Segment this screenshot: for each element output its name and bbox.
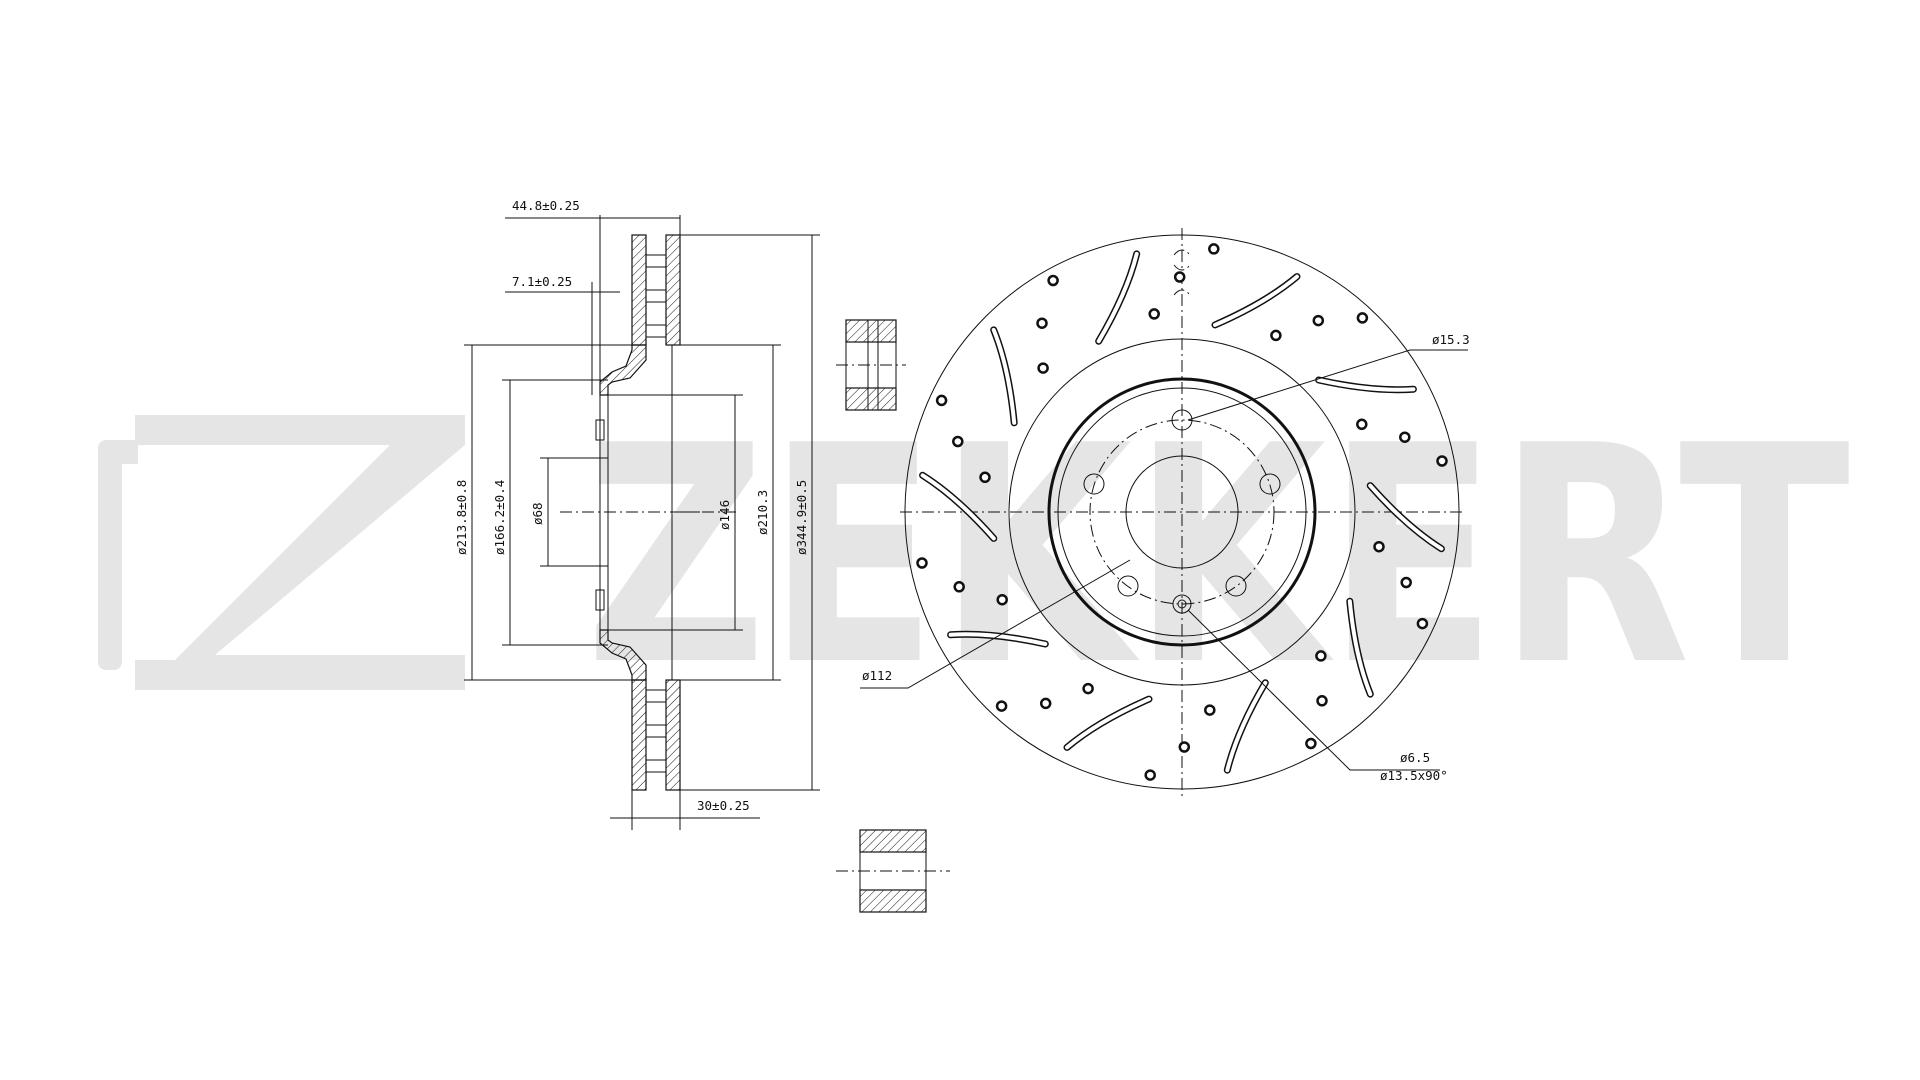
cooling-slots (919, 250, 1445, 774)
vane-section-detail-top (836, 319, 906, 411)
dim-disc-thickness: 30±0.25 (697, 798, 750, 813)
cooling-slot-inner (1316, 378, 1416, 392)
drill-hole (1356, 312, 1369, 324)
outer-plate-top (631, 234, 647, 346)
cooling-slot-inner (1213, 274, 1299, 327)
hat-upper (599, 344, 647, 396)
bolt-hole (1171, 409, 1193, 431)
drill-hole (1148, 308, 1160, 320)
drill-hole (952, 435, 964, 448)
locating-screw-hole (1172, 594, 1192, 614)
drill-hole (979, 471, 991, 484)
dim-hole-65: ø6.5 (1400, 750, 1430, 765)
hat-lower (599, 629, 647, 681)
front-view: ø15.3 ø112 ø6.5 ø13.5x90° (860, 228, 1470, 800)
drill-hole (1305, 737, 1317, 750)
drill-hole (1416, 617, 1429, 630)
drill-hole (1047, 274, 1059, 287)
cooling-slot-inner (1096, 251, 1139, 344)
drill-hole (916, 557, 928, 569)
drill-hole (1399, 431, 1411, 443)
zekkert-logo-mark (98, 415, 465, 690)
drill-hole (1312, 314, 1325, 327)
cooling-slot-inner (1225, 680, 1268, 773)
outer-plate-bottom (631, 679, 647, 791)
drill-hole (1373, 540, 1385, 553)
drill-hole (1173, 271, 1186, 283)
cooling-slot-inner (920, 473, 996, 541)
inner-plate-top (665, 234, 681, 346)
dim-hat-thickness: 7.1±0.25 (512, 274, 572, 289)
bolt-hole (1117, 575, 1139, 597)
dim-hole-15: ø15.3 (1432, 332, 1470, 347)
drill-hole (1144, 769, 1156, 781)
drill-hole (1208, 243, 1220, 255)
inner-plate-bottom (665, 679, 681, 791)
drill-hole (1082, 682, 1094, 695)
drill-hole (995, 700, 1008, 712)
drill-hole (935, 394, 948, 407)
watermark-brand-text: ZEKKERT (585, 382, 1851, 731)
bolt-hole (1083, 473, 1105, 495)
cooling-slot-inner (1368, 483, 1444, 551)
dim-dia-344: ø344.9±0.5 (794, 480, 809, 555)
dim-pcd: ø112 (862, 668, 892, 683)
drill-hole (1178, 741, 1191, 753)
dim-dia-213: ø213.8±0.8 (454, 480, 469, 555)
drill-hole (953, 581, 965, 593)
side-section-view: 44.8±0.25 7.1±0.25 30±0.25 ø213.8±0.8 ø1… (454, 198, 820, 830)
drill-hole (1436, 455, 1448, 467)
drill-hole (1039, 697, 1052, 710)
drill-hole (996, 593, 1008, 606)
cross-drill-holes (916, 243, 1448, 781)
dim-countersink: ø13.5x90° (1380, 768, 1448, 783)
drill-hole (1400, 576, 1412, 589)
drill-hole (1037, 362, 1049, 374)
cooling-slot-inner (1065, 697, 1151, 750)
drill-hole (1356, 418, 1368, 431)
cooling-slot-inner (991, 327, 1017, 425)
cooling-slot-inner (1347, 599, 1373, 697)
drill-hole (1036, 317, 1048, 329)
drill-hole (1315, 650, 1327, 662)
dim-dia-146: ø146 (717, 500, 732, 530)
drill-hole (1316, 695, 1328, 707)
drill-hole (1270, 329, 1282, 342)
bolt-hole (1259, 473, 1281, 495)
dim-dia-68: ø68 (530, 502, 545, 525)
drill-hole (1204, 704, 1216, 716)
dim-overall-thickness: 44.8±0.25 (512, 198, 580, 213)
bolt-hole (1225, 575, 1247, 597)
vane-section-detail-bottom (836, 829, 950, 913)
dim-dia-210: ø210.3 (755, 490, 770, 535)
cooling-slot-inner (948, 632, 1048, 646)
dim-dia-166: ø166.2±0.4 (492, 480, 507, 555)
